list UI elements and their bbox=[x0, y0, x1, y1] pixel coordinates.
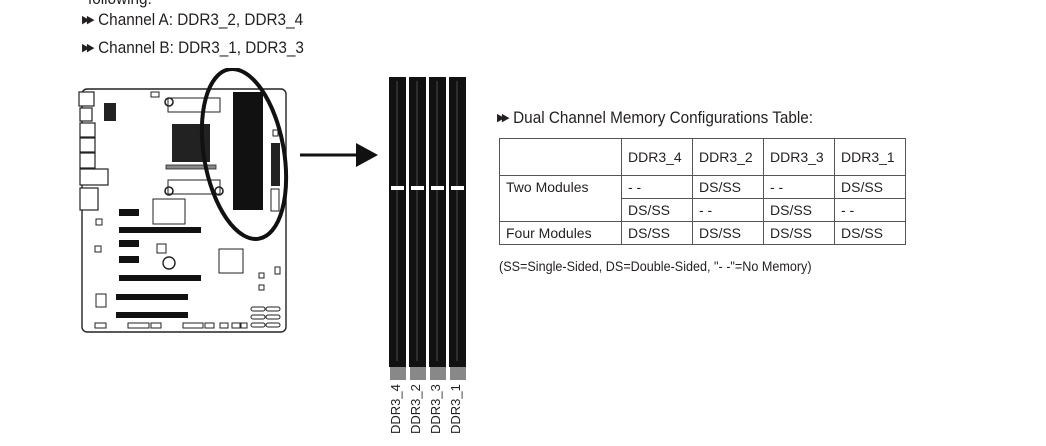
table-header-row: DDR3_4 DDR3_2 DDR3_3 DDR3_1 bbox=[499, 138, 906, 176]
table-cell: DS/SS bbox=[763, 221, 835, 245]
dimm-slot bbox=[409, 77, 426, 380]
table-cell: - - bbox=[763, 175, 835, 199]
table-row: Four Modules DS/SS DS/SS DS/SS DS/SS bbox=[499, 221, 906, 245]
table-cell: DS/SS bbox=[692, 221, 764, 245]
table-header-cell: DDR3_4 bbox=[621, 138, 693, 176]
table-cell: DS/SS bbox=[763, 198, 835, 222]
cut-off-text: following: bbox=[88, 0, 152, 9]
table-row: DS/SS - - DS/SS - - bbox=[500, 198, 906, 222]
table-cell: DS/SS bbox=[692, 175, 764, 199]
dimm-slot bbox=[449, 77, 466, 380]
channel-a-label: Channel A: DDR3_2, DDR3_4 bbox=[98, 10, 304, 29]
table-cell: - - bbox=[621, 175, 693, 199]
double-triangle-right-icon: ▶▶ bbox=[82, 42, 95, 54]
highlight-ellipse bbox=[199, 68, 289, 241]
table-header-cell: DDR3_1 bbox=[834, 138, 906, 176]
row-label: Four Modules bbox=[499, 221, 622, 245]
sata-ports bbox=[250, 306, 281, 328]
table-cell: DS/SS bbox=[621, 198, 693, 222]
channel-a-line: ▶▶Channel A: DDR3_2, DDR3_4 bbox=[82, 10, 303, 30]
table-legend-note: (SS=Single-Sided, DS=Double-Sided, "- -"… bbox=[499, 258, 812, 274]
southbridge bbox=[152, 198, 186, 225]
table-header-cell: DDR3_2 bbox=[692, 138, 764, 176]
table-cell: DS/SS bbox=[834, 175, 906, 199]
dimm-label: DDR3_2 bbox=[408, 384, 423, 434]
expansion-slots bbox=[116, 209, 201, 318]
cmos-battery bbox=[162, 256, 176, 270]
table-header-cell: DDR3_3 bbox=[763, 138, 835, 176]
bottom-headers bbox=[94, 322, 248, 329]
table-title-line: ▶▶Dual Channel Memory Configurations Tab… bbox=[497, 108, 813, 128]
dimm-slot bbox=[429, 77, 446, 380]
dimm-slot bbox=[389, 77, 406, 380]
memory-config-table: DDR3_4 DDR3_2 DDR3_3 DDR3_1 Two Modules … bbox=[499, 138, 906, 245]
rear-io-ports bbox=[78, 91, 109, 211]
row-label: Two Modules bbox=[499, 175, 622, 222]
channel-b-line: ▶▶Channel B: DDR3_1, DDR3_3 bbox=[82, 38, 304, 58]
audio-header bbox=[104, 103, 116, 121]
chipset bbox=[218, 248, 244, 274]
table-title: Dual Channel Memory Configurations Table… bbox=[513, 108, 814, 127]
channel-b-label: Channel B: DDR3_1, DDR3_3 bbox=[98, 38, 304, 57]
dimm-slots-closeup bbox=[389, 77, 466, 380]
table-header-cell bbox=[499, 138, 622, 176]
dimm-slot-labels: DDR3_4 DDR3_2 DDR3_3 DDR3_1 bbox=[388, 384, 468, 434]
motherboard-diagram bbox=[78, 68, 378, 333]
dimm-label: DDR3_3 bbox=[428, 384, 443, 434]
arrow-head-icon bbox=[356, 143, 378, 167]
table-cell: - - bbox=[834, 198, 906, 222]
double-triangle-right-icon: ▶▶ bbox=[497, 112, 510, 124]
table-cell: DS/SS bbox=[834, 221, 906, 245]
dimm-label: DDR3_1 bbox=[448, 384, 463, 434]
double-triangle-right-icon: ▶▶ bbox=[82, 14, 95, 26]
dimm-label: DDR3_4 bbox=[388, 384, 403, 434]
table-cell: DS/SS bbox=[621, 221, 693, 245]
dimm-slots-board bbox=[233, 92, 263, 210]
table-row: Two Modules - - DS/SS - - DS/SS bbox=[499, 175, 906, 222]
table-cell: - - bbox=[692, 198, 764, 222]
